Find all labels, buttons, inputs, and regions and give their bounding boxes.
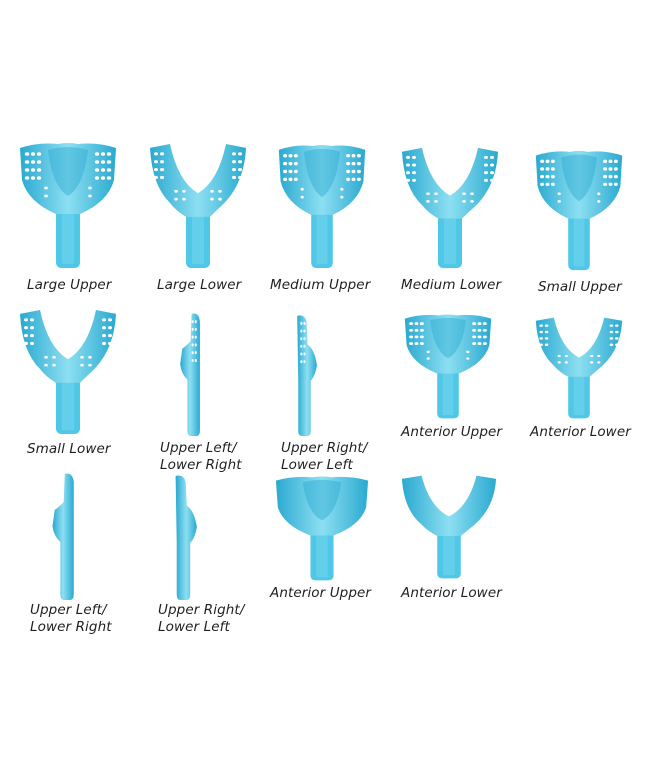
tray-illustration	[404, 314, 492, 419]
label-anterior-lower-solid: Anterior Lower	[401, 585, 502, 601]
label-small-upper: Small Upper	[538, 279, 622, 295]
label-medium-lower: Medium Lower	[401, 277, 502, 293]
tray-illustration	[402, 147, 498, 269]
tray-illustration	[275, 476, 369, 581]
tray-medium-lower	[400, 146, 500, 270]
tray-anterior-lower-perforated	[534, 316, 624, 420]
tray-medium-upper	[277, 142, 367, 270]
label-small-lower: Small Lower	[27, 441, 111, 457]
tray-small-upper	[534, 148, 624, 272]
tray-upper-left-lower-right-solid	[48, 470, 104, 600]
tray-anterior-upper-perforated	[403, 312, 493, 420]
tray-illustration	[180, 313, 200, 436]
label-upper-right-lower-left: Upper Right/Lower Left	[281, 440, 368, 473]
label-upper-right-lower-left-solid: Upper Right/Lower Left	[158, 602, 245, 635]
tray-large-lower	[148, 142, 248, 270]
tray-illustration	[278, 144, 366, 269]
tray-illustration	[535, 150, 623, 271]
tray-illustration	[20, 309, 116, 435]
tray-illustration	[20, 143, 116, 268]
label-large-lower: Large Lower	[157, 277, 242, 293]
tray-illustration	[401, 475, 497, 579]
tray-small-lower	[18, 308, 118, 436]
label-large-upper: Large Upper	[27, 277, 112, 293]
tray-upper-left-lower-right	[176, 310, 228, 436]
tray-illustration	[535, 317, 623, 419]
tray-anterior-upper-solid	[274, 474, 370, 582]
tray-anterior-lower-solid	[400, 474, 498, 580]
tray-illustration	[297, 315, 317, 436]
tray-illustration	[52, 473, 74, 600]
label-upper-left-lower-right: Upper Left/Lower Right	[160, 440, 242, 473]
tray-upper-right-lower-left-solid	[170, 472, 226, 600]
tray-upper-right-lower-left	[292, 312, 344, 436]
tray-large-upper	[18, 140, 118, 270]
label-anterior-upper-perforated: Anterior Upper	[401, 424, 503, 440]
label-medium-upper: Medium Upper	[270, 277, 371, 293]
label-anterior-lower-perforated: Anterior Lower	[530, 424, 631, 440]
tray-illustration	[150, 143, 246, 269]
label-upper-left-lower-right-solid: Upper Left/Lower Right	[30, 602, 112, 635]
tray-illustration	[175, 475, 197, 600]
label-anterior-upper-solid: Anterior Upper	[270, 585, 372, 601]
